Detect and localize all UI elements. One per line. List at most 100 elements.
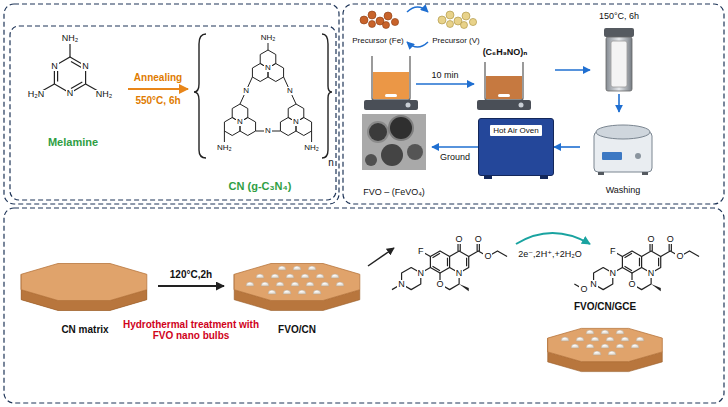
fvo-cn-slab [286,274,294,278]
panel-frames [10,26,336,200]
fvo-cn-gce-slab [616,330,624,334]
cn-matrix-slab [21,264,147,301]
panel-frames [4,208,724,403]
condition-label: Annealing [134,72,182,84]
fvo-cn-gce-slab [606,337,614,341]
flow-arrow [158,285,224,287]
flow-arrow [554,146,580,148]
beaker-stirrer [406,103,411,108]
fvo-cn-gce-slab [586,330,594,334]
beaker-stirrer [364,100,418,110]
fvo-cn-slab [301,274,309,278]
atom-label: O [435,280,444,289]
oven-node: Hot Air Oven [478,118,554,176]
precursor-pellets [383,22,390,29]
tem-image [362,114,426,170]
node-text: FVO/CN [278,324,316,336]
atom-label: N [292,118,300,126]
beaker-node: (C₆H₉NO)ₙ [455,46,555,110]
precursor-pellets [461,22,468,29]
fvo-cn-slab [313,290,321,294]
beaker-stirrer [486,76,522,99]
oxidized-product-structure [594,240,699,291]
beaker-stirrer [385,94,397,97]
process-arrow [416,83,474,85]
atom-label: N [286,87,294,95]
fvo-cn-slab [331,274,339,278]
fvo-cn-slab [283,290,291,294]
atom-label: N [50,62,59,71]
oven-feet [484,176,548,179]
precursor-pellets [384,12,392,20]
precursor-pellets [438,16,446,24]
precursor-pellets [469,18,476,25]
carbon-nitride-structure [194,34,206,158]
fvo-cn-slab [256,274,264,278]
centrifuge [598,172,604,175]
autoclave [604,28,634,91]
atom-label: O [579,285,588,294]
fvo-cn-gce-slab [576,337,584,341]
autoclave [604,28,634,37]
node-text: Melamine [48,136,98,149]
node-text: CN (g-C₃N₄) [229,180,292,193]
precursor-node: Precursor (V) [428,8,484,46]
tem-image [381,144,403,166]
precursor-pellets [447,21,454,28]
fvo-cn-gce-slab [616,344,624,348]
fvo-cn-gce-slab [561,337,569,341]
atom-label: NH₂ [61,34,80,43]
atom-label: O [666,235,675,244]
atom-label: O [647,235,656,244]
centrifuge-node: Washing [580,112,666,196]
autoclave [606,37,632,91]
levofloxacin-structure [392,240,507,291]
fvo-cn-gce-slab [548,328,663,371]
atom-label: N [397,280,406,289]
repeat-unit-label: n [328,157,334,169]
fvo-cn-gce-slab [601,330,609,334]
atom-label: NH₂ [216,144,233,152]
beaker-stirrer [485,62,523,100]
fvo-cn-slab [261,282,269,286]
fvo-cn-gce-slab [631,344,639,348]
fvo-cn-gce-slab [601,344,609,348]
centrifuge [596,125,650,139]
atom-label: N [609,269,618,278]
beaker-stirrer [372,56,410,100]
precursor-node: Precursor (Fe) [349,8,407,46]
melamine-structure [42,44,98,93]
condition-label: 550°C, 6h [135,95,180,107]
node-text: Washing [606,185,641,195]
fvo-cn-slab [306,282,314,286]
precursor-pellets [462,12,470,20]
tem-image [388,115,414,141]
autoclave [611,41,627,87]
fvo-cn-slab [276,282,284,286]
atom-label: N [589,280,598,289]
fvo-cn-slab [271,274,279,278]
electrode-node: FVO/CN/GCE [530,300,680,396]
fvo-cn-slab [298,290,306,294]
beaker-stirrer [519,103,524,108]
node-text: Precursor (Fe) [352,36,404,45]
atom-label: O [483,252,492,261]
polymer-node: CN (g-C₃N₄) [188,28,332,194]
tem-node: FVO – (FeVO₄) [356,112,432,198]
fvo-cn-gce-slab [636,337,644,341]
fvo-cn-slab [234,264,360,301]
beaker-stirrer [498,94,510,97]
fvo-cn-slab [246,282,254,286]
node-text: FVO/CN/GCE [574,301,636,313]
tem-image [390,117,412,139]
centrifuge [635,153,641,159]
tem-image [369,123,387,141]
oven-feet [540,176,548,179]
atom-label: N [81,62,90,71]
atom-label: F [609,247,617,256]
reaction-arrows [368,233,590,266]
atom-label: NH₂ [260,34,277,42]
